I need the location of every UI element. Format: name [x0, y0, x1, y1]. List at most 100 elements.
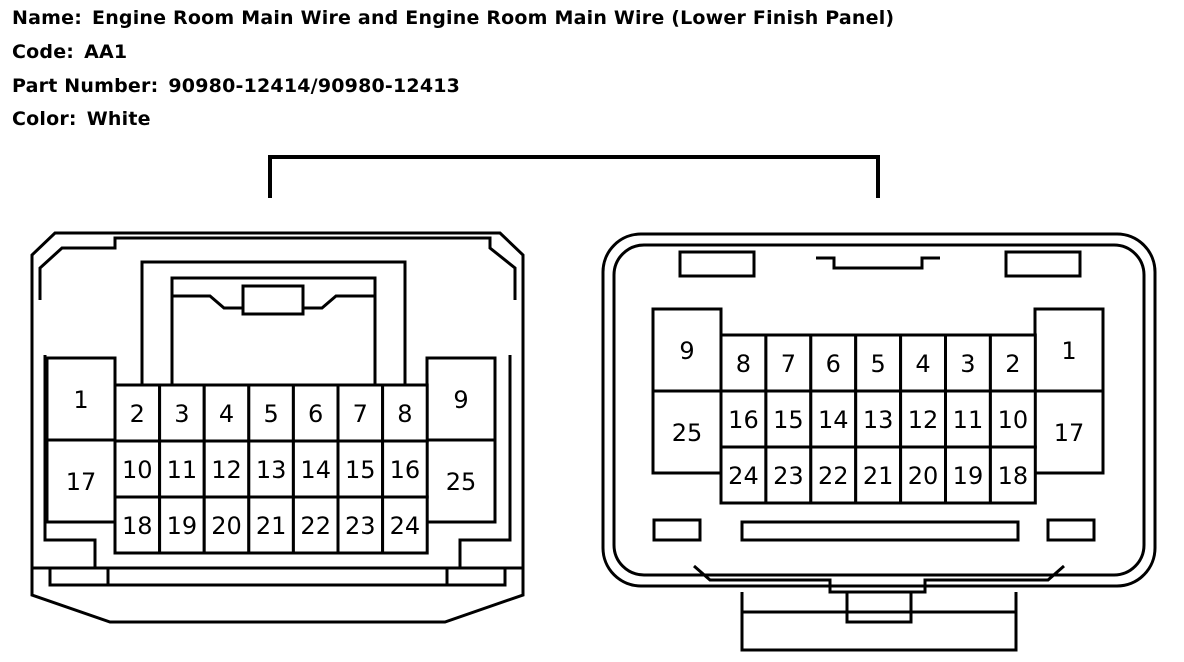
left-pin-19-cell: [158, 495, 206, 555]
right-pin-13-label: 13: [863, 406, 894, 434]
left-pin-24-label: 24: [390, 512, 421, 540]
left-pin-2-cell: [113, 383, 162, 443]
left-pin-18-label: 18: [122, 512, 153, 540]
right-pin-11-label: 11: [953, 406, 984, 434]
right-pin-21-cell: [854, 445, 903, 505]
right-pin-23-label: 23: [773, 462, 804, 490]
right-pin-9-label: 9: [679, 337, 694, 365]
left-pin-17-cell: [45, 438, 117, 524]
left-pin-19-label: 19: [167, 512, 198, 540]
right-bottom-lock-tab: [693, 564, 1065, 594]
right-connector-housing: [601, 232, 1157, 588]
right-bottom-lock-body: [740, 592, 1018, 652]
left-pin-8-cell: [381, 383, 429, 443]
left-pin-20-label: 20: [211, 512, 242, 540]
left-pin-12-label: 12: [211, 456, 242, 484]
left-pin-4-label: 4: [219, 400, 234, 428]
right-pin-12-label: 12: [908, 406, 939, 434]
right-pin-6-label: 6: [826, 350, 841, 378]
left-pin-1-cell: [45, 356, 117, 442]
left-pin-22-label: 22: [300, 512, 331, 540]
left-connector-housing: [30, 231, 525, 624]
right-pin-23-cell: [764, 445, 813, 505]
right-pin-16-label: 16: [728, 406, 759, 434]
part-number-value: 90980-12414/90980-12413: [168, 75, 461, 97]
right-pin-17-cell: [1033, 389, 1105, 475]
right-bottom-slot-center: [740, 520, 1020, 542]
right-pin-19-cell: [944, 445, 992, 505]
right-pin-17-label: 17: [1054, 419, 1085, 447]
code-line: Code:AA1: [12, 41, 127, 63]
right-pin-2-label: 2: [1005, 350, 1020, 378]
right-pin-18-cell: [988, 445, 1037, 505]
right-pin-1-label: 1: [1061, 337, 1076, 365]
right-pin-5-label: 5: [871, 350, 886, 378]
right-pin-3-label: 3: [960, 350, 975, 378]
right-pin-4-cell: [899, 333, 947, 393]
left-pin-9-label: 9: [453, 386, 468, 414]
left-pin-2-label: 2: [130, 400, 145, 428]
right-pin-2-cell: [988, 333, 1037, 393]
right-bottom-slot-right: [1046, 518, 1096, 542]
left-pin-16-cell: [381, 439, 429, 499]
left-housing-inner-contour: [38, 236, 517, 300]
right-top-slot-right: [1004, 250, 1082, 278]
left-pin-5-cell: [247, 383, 295, 443]
right-pin-3-cell: [944, 333, 992, 393]
left-lock-tab-inner: [170, 276, 377, 385]
left-pin-14-cell: [291, 439, 340, 499]
left-base-foot-right: [445, 566, 507, 587]
right-pin-4-label: 4: [915, 350, 930, 378]
right-connector: [601, 232, 1157, 652]
right-housing-inner-contour: [612, 243, 1146, 577]
code-label: Code:: [12, 41, 75, 63]
color-line: Color: White: [12, 108, 151, 130]
left-pin-21-label: 21: [256, 512, 287, 540]
color-value: White: [86, 108, 151, 130]
left-pin-6-label: 6: [308, 400, 323, 428]
left-pin-15-label: 15: [345, 456, 376, 484]
right-pin-12-cell: [899, 389, 947, 449]
right-pin-8-cell: [719, 333, 768, 393]
right-pin-24-cell: [719, 445, 768, 505]
right-pin-8-label: 8: [736, 350, 751, 378]
left-pin-12-cell: [202, 439, 251, 499]
part-number-label: Part Number:: [12, 75, 159, 97]
right-pin-19-label: 19: [953, 462, 984, 490]
right-pin-20-label: 20: [908, 462, 939, 490]
left-pin-10-cell: [113, 439, 162, 499]
right-pin-24-label: 24: [728, 462, 759, 490]
left-pin-14-label: 14: [300, 456, 331, 484]
left-pin-23-label: 23: [345, 512, 376, 540]
left-pin-3-label: 3: [174, 400, 189, 428]
right-pin-22-label: 22: [818, 462, 849, 490]
right-bottom-slot-left: [652, 518, 702, 542]
left-pin-25-label: 25: [446, 468, 477, 496]
left-pin-13-label: 13: [256, 456, 287, 484]
left-pin-10-label: 10: [122, 456, 153, 484]
left-pin-7-cell: [336, 383, 385, 443]
right-pin-14-cell: [809, 389, 858, 449]
right-pin-18-label: 18: [998, 462, 1029, 490]
left-lock-tab: [140, 260, 407, 385]
left-pin-1-label: 1: [73, 386, 88, 414]
name-value: Engine Room Main Wire and Engine Room Ma…: [92, 7, 895, 29]
left-pin-17-label: 17: [66, 468, 97, 496]
color-label: Color:: [12, 108, 77, 130]
left-pin-21-cell: [247, 495, 295, 555]
left-pin-24-cell: [381, 495, 429, 555]
part-number-line: Part Number: 90980-12414/90980-12413: [12, 75, 460, 97]
name-line: Name: Engine Room Main Wire and Engine Ro…: [12, 7, 894, 29]
right-pin-20-cell: [899, 445, 947, 505]
connector-bracket: [268, 155, 880, 198]
left-pin-5-label: 5: [263, 400, 278, 428]
left-pin-16-label: 16: [390, 456, 421, 484]
left-pin-7-label: 7: [353, 400, 368, 428]
left-latch-rail: [172, 294, 375, 310]
left-pin-20-cell: [202, 495, 251, 555]
name-label: Name:: [12, 7, 83, 29]
right-pin-25-label: 25: [672, 419, 703, 447]
left-pin-8-label: 8: [397, 400, 412, 428]
